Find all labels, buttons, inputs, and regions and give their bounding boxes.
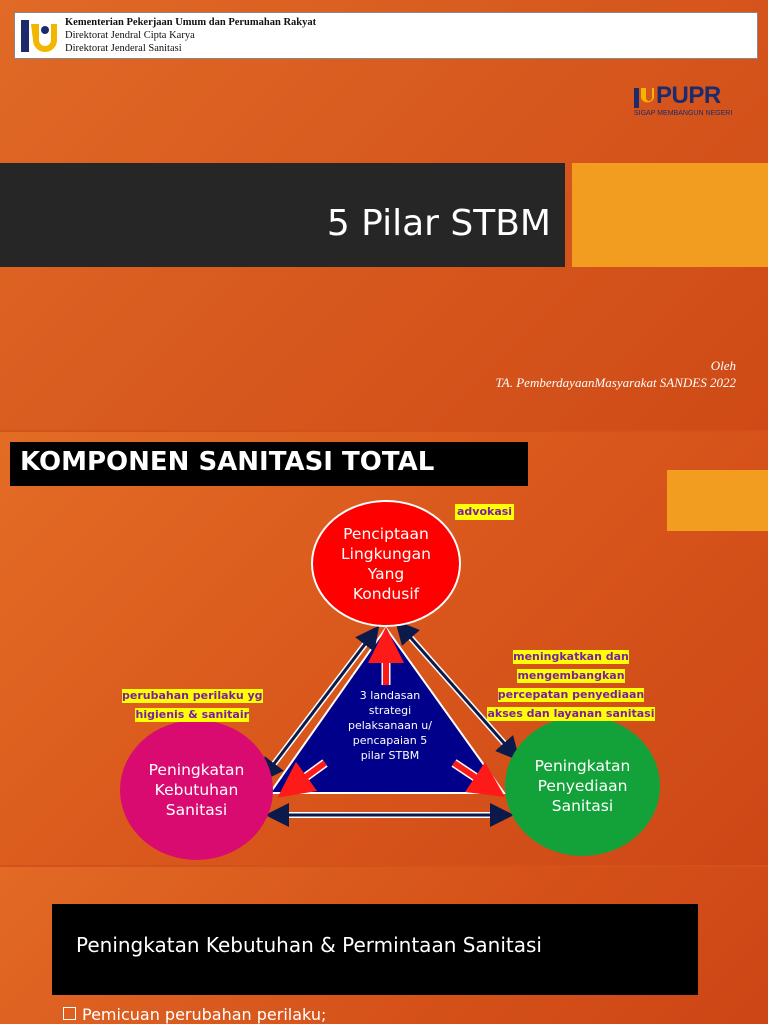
slide-title: 5 Pilar STBM xyxy=(326,203,551,244)
author-block: Oleh TA. PemberdayaanMasyarakat SANDES 2… xyxy=(496,357,736,391)
components-title: KOMPONEN SANITASI TOTAL xyxy=(20,447,435,477)
title-slide: Kementerian Pekerjaan Umum dan Perumahan… xyxy=(0,0,768,430)
red-arrow-left xyxy=(277,760,327,798)
pupr-tagline: SIGAP MEMBANGUN NEGERI xyxy=(634,110,733,117)
label-right-line-3: percepatan penyediaan xyxy=(497,688,645,702)
arrow-top-left xyxy=(259,625,380,783)
bullet-item: Pemicuan perubahan perilaku; xyxy=(63,1005,326,1024)
arrow-top-right xyxy=(395,620,520,761)
accent-block xyxy=(572,163,768,267)
label-left-line-1: perubahan perilaku yg xyxy=(122,689,263,703)
components-title-bar: KOMPONEN SANITASI TOTAL xyxy=(10,442,528,486)
circle-top-line-3: Yang xyxy=(367,564,405,583)
circle-top-line-2: Lingkungan xyxy=(341,544,431,563)
circle-demand: Peningkatan Kebutuhan Sanitasi xyxy=(120,720,273,860)
triangle-line-3: pelaksanaan u/ xyxy=(348,719,432,732)
label-advocacy: advokasi xyxy=(455,504,515,520)
circle-supply: Peningkatan Penyediaan Sanitasi xyxy=(505,716,660,856)
pupr-logo: PUPR SIGAP MEMBANGUN NEGERI xyxy=(634,82,744,120)
circle-left-line-3: Sanitasi xyxy=(165,801,228,819)
pupr-wordmark: PUPR xyxy=(656,82,721,109)
label-right-line-4: akses dan layanan sanitasi xyxy=(487,707,655,721)
triangle-text: 3 landasan strategi pelaksanaan u/ penca… xyxy=(340,688,440,763)
author-name: TA. PemberdayaanMasyarakat SANDES 2022 xyxy=(495,375,736,390)
triangle-line-5: pilar STBM xyxy=(360,749,420,762)
header-directorate-2: Direktorat Jenderal Sanitasi xyxy=(65,43,182,54)
header-text: Kementerian Pekerjaan Umum dan Perumahan… xyxy=(65,16,316,55)
components-slide: KOMPONEN SANITASI TOTAL Penciptaan xyxy=(0,432,768,865)
label-right-line-1: meningkatkan dan xyxy=(513,650,629,664)
demand-title-bar: Peningkatan Kebutuhan & Permintaan Sanit… xyxy=(52,904,698,995)
triangle-line-4: pencapaian 5 xyxy=(352,734,428,747)
circle-left-line-1: Peningkatan xyxy=(148,761,245,779)
author-prefix: Oleh xyxy=(710,358,736,373)
circle-left-line-2: Kebutuhan xyxy=(154,781,239,799)
triangle-line-1: 3 landasan xyxy=(359,689,421,702)
circle-top-line-1: Penciptaan xyxy=(343,524,429,543)
label-behavior-change: perubahan perilaku yg higienis & sanitai… xyxy=(122,684,263,722)
demand-title: Peningkatan Kebutuhan & Permintaan Sanit… xyxy=(76,933,542,957)
accent-block xyxy=(667,470,768,531)
title-bar: 5 Pilar STBM xyxy=(0,163,565,267)
circle-top-line-4: Kondusif xyxy=(352,584,420,603)
ministry-header: Kementerian Pekerjaan Umum dan Perumahan… xyxy=(14,12,758,59)
label-left-line-2: higienis & sanitair xyxy=(135,708,250,722)
pupr-emblem-icon xyxy=(634,88,654,108)
circle-right-line-3: Sanitasi xyxy=(551,797,614,815)
label-supply-improvement: meningkatkan dan mengembangkan percepata… xyxy=(481,645,661,721)
ministry-logo-icon xyxy=(19,16,59,56)
diagram-graphics xyxy=(259,620,520,827)
triangle-line-2: strategi xyxy=(368,704,412,717)
header-directorate-1: Direktorat Jendral Cipta Karya xyxy=(65,30,195,41)
checkbox-bullet-icon xyxy=(63,1007,76,1020)
header-ministry: Kementerian Pekerjaan Umum dan Perumahan… xyxy=(65,17,317,28)
bullet-text: Pemicuan perubahan perilaku; xyxy=(82,1005,327,1024)
circle-right-line-2: Penyediaan xyxy=(537,777,628,795)
circle-right-line-1: Peningkatan xyxy=(534,757,631,775)
demand-slide: Peningkatan Kebutuhan & Permintaan Sanit… xyxy=(0,867,768,1024)
label-right-line-2: mengembangkan xyxy=(517,669,625,683)
circle-enabling-environment: Penciptaan Lingkungan Yang Kondusif xyxy=(311,500,461,627)
red-arrow-right xyxy=(452,760,505,797)
